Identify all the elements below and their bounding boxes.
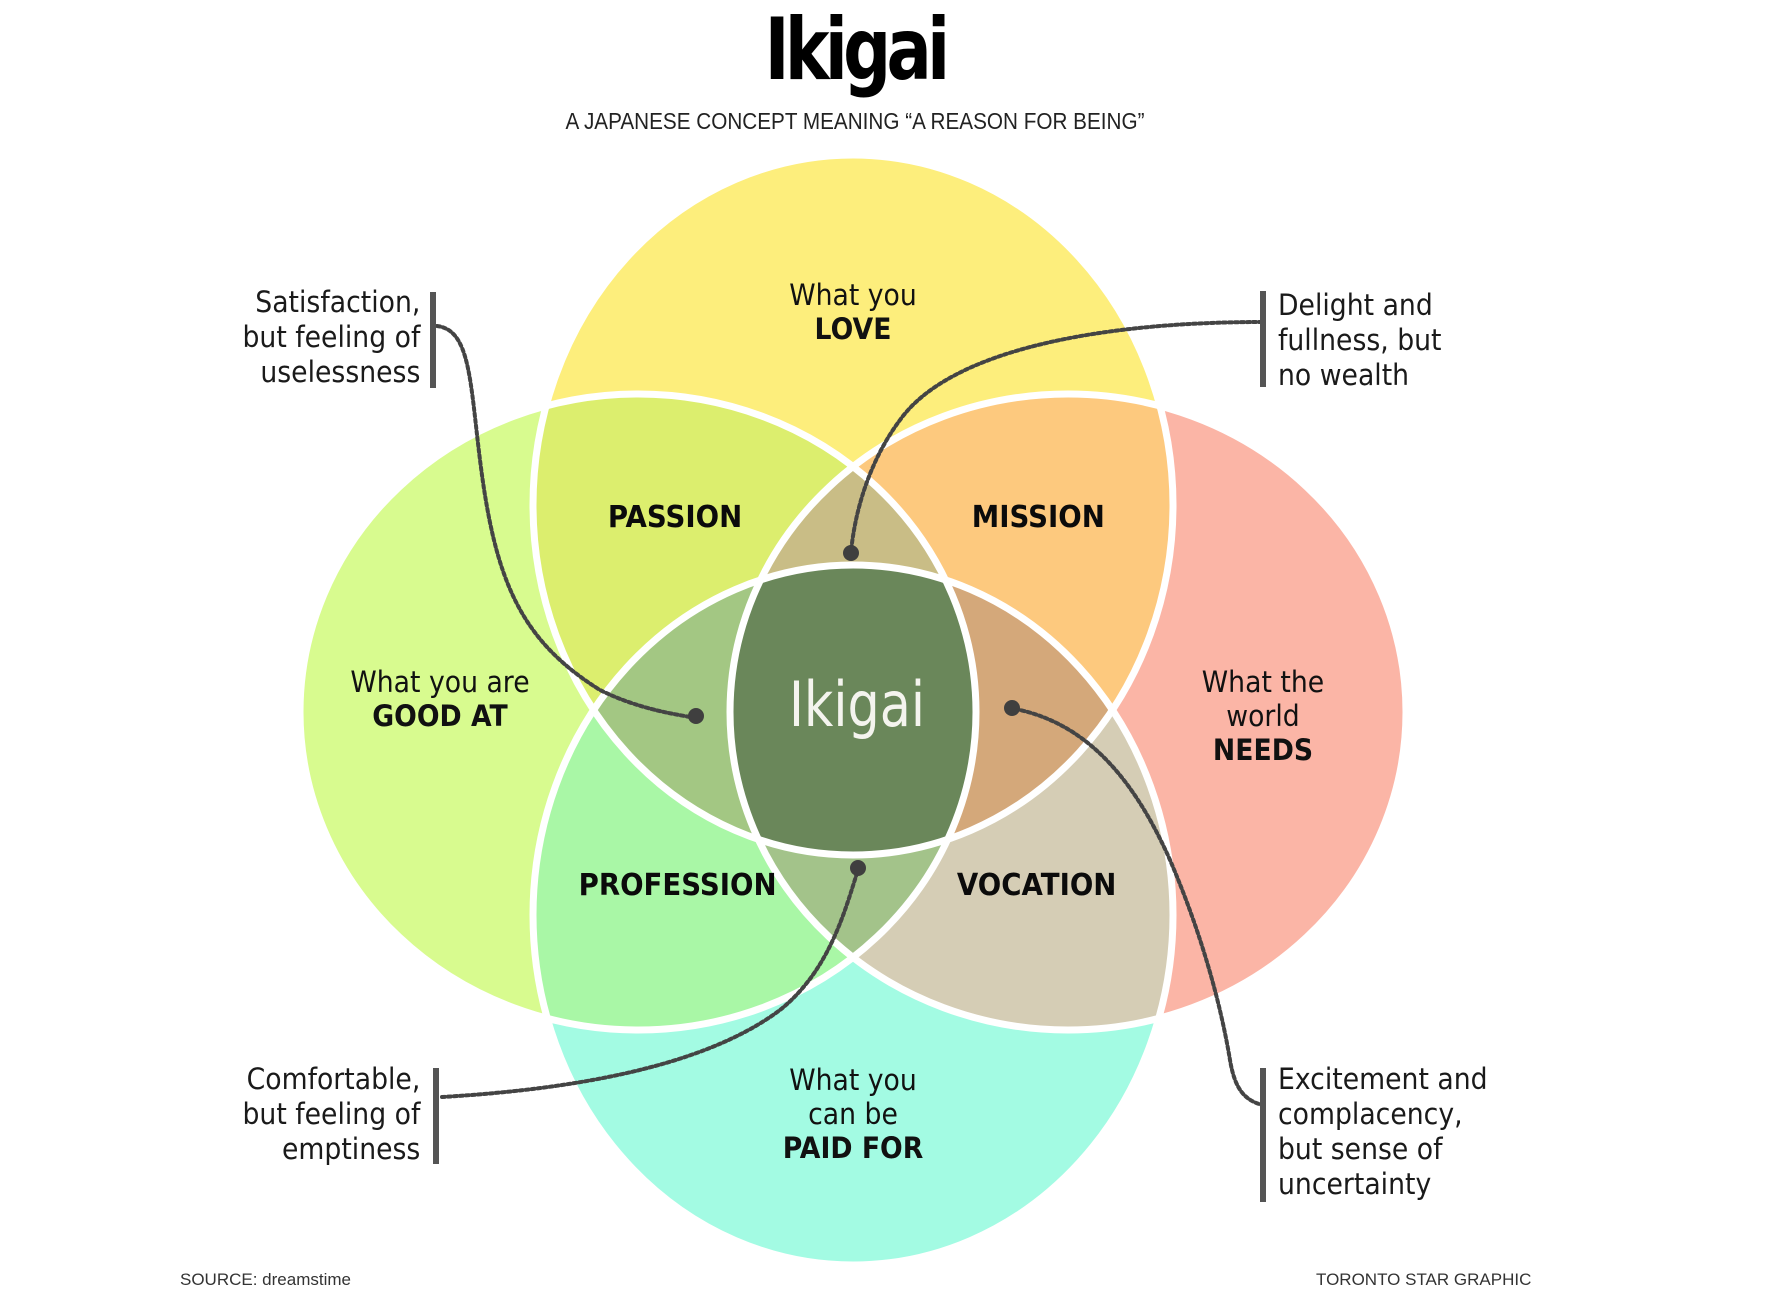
annotation-bracket-top-left bbox=[430, 292, 436, 388]
annotation-line: emptiness bbox=[281, 1132, 420, 1166]
annotation-top-left: Satisfaction, but feeling of uselessness bbox=[242, 285, 420, 390]
annotation-line: but feeling of bbox=[242, 1097, 420, 1131]
label-love-line1: What you bbox=[789, 278, 917, 312]
annotation-line: but sense of bbox=[1278, 1132, 1443, 1166]
annotation-line: no wealth bbox=[1278, 358, 1410, 392]
label-love-emphasis: LOVE bbox=[814, 312, 892, 346]
label-needs-line2: world bbox=[1226, 699, 1300, 733]
zone-label-mission: MISSION bbox=[971, 500, 1105, 535]
label-good-at: What you are GOOD AT bbox=[339, 665, 541, 733]
annotation-line: fullness, but bbox=[1278, 323, 1442, 357]
label-good-at-emphasis: GOOD AT bbox=[372, 699, 508, 733]
leader-dot-top-left bbox=[688, 708, 704, 724]
leader-line-top-left bbox=[435, 324, 698, 720]
annotation-line: but feeling of bbox=[242, 320, 420, 354]
label-needs-emphasis: NEEDS bbox=[1212, 733, 1314, 767]
leader-line-top-right bbox=[849, 320, 1264, 554]
annotation-bracket-bottom-left bbox=[433, 1068, 439, 1164]
label-paid-emphasis: PAID FOR bbox=[782, 1131, 924, 1165]
zone-label-vocation: VOCATION bbox=[956, 868, 1117, 903]
annotation-line: Delight and bbox=[1278, 288, 1433, 322]
zone-label-passion: PASSION bbox=[607, 500, 743, 535]
annotation-bracket-bottom-right bbox=[1260, 1068, 1266, 1202]
annotation-line: Excitement and bbox=[1278, 1062, 1488, 1096]
source-credit: SOURCE: dreamstime bbox=[180, 1270, 351, 1289]
leader-line-bottom-left bbox=[440, 868, 860, 1099]
label-good-at-line1: What you are bbox=[350, 665, 530, 699]
leader-line-bottom-right bbox=[1008, 706, 1264, 1107]
leader-dot-bottom-right bbox=[1004, 700, 1020, 716]
page-subtitle: A JAPANESE CONCEPT MEANING “A REASON FOR… bbox=[565, 108, 1145, 134]
label-paid-line1: What you bbox=[789, 1063, 917, 1097]
outline-world-needs bbox=[726, 390, 1410, 1034]
outline-love bbox=[529, 151, 1177, 859]
label-paid-line2: can be bbox=[808, 1097, 898, 1131]
annotation-bottom-right: Excitement and complacency, but sense of… bbox=[1278, 1062, 1488, 1202]
zone-label-profession: PROFESSION bbox=[578, 868, 777, 903]
graphic-credit: TORONTO STAR GRAPHIC bbox=[1316, 1270, 1532, 1289]
leader-dot-bottom-left bbox=[850, 860, 866, 876]
center-ikigai-label: Ikigai bbox=[788, 668, 926, 741]
annotation-bracket-top-right bbox=[1260, 291, 1266, 387]
annotation-line: uselessness bbox=[260, 355, 420, 389]
annotation-line: Comfortable, bbox=[246, 1062, 420, 1096]
annotation-line: uncertainty bbox=[1278, 1167, 1432, 1201]
label-paid-for: What you can be PAID FOR bbox=[761, 1063, 945, 1165]
label-needs-line1: What the bbox=[1201, 665, 1325, 699]
annotation-bottom-left: Comfortable, but feeling of emptiness bbox=[242, 1062, 420, 1167]
leader-dot-top-right bbox=[843, 545, 859, 561]
page-title: Ikigai bbox=[764, 0, 950, 100]
annotation-top-right: Delight and fullness, but no wealth bbox=[1278, 288, 1442, 393]
outline-paid-for bbox=[529, 561, 1177, 1269]
annotation-line: Satisfaction, bbox=[254, 285, 420, 319]
outline-good-at bbox=[296, 390, 980, 1034]
label-world-needs: What the world NEEDS bbox=[1171, 665, 1355, 767]
label-love: What you LOVE bbox=[761, 278, 945, 346]
annotation-line: complacency, bbox=[1278, 1097, 1463, 1131]
